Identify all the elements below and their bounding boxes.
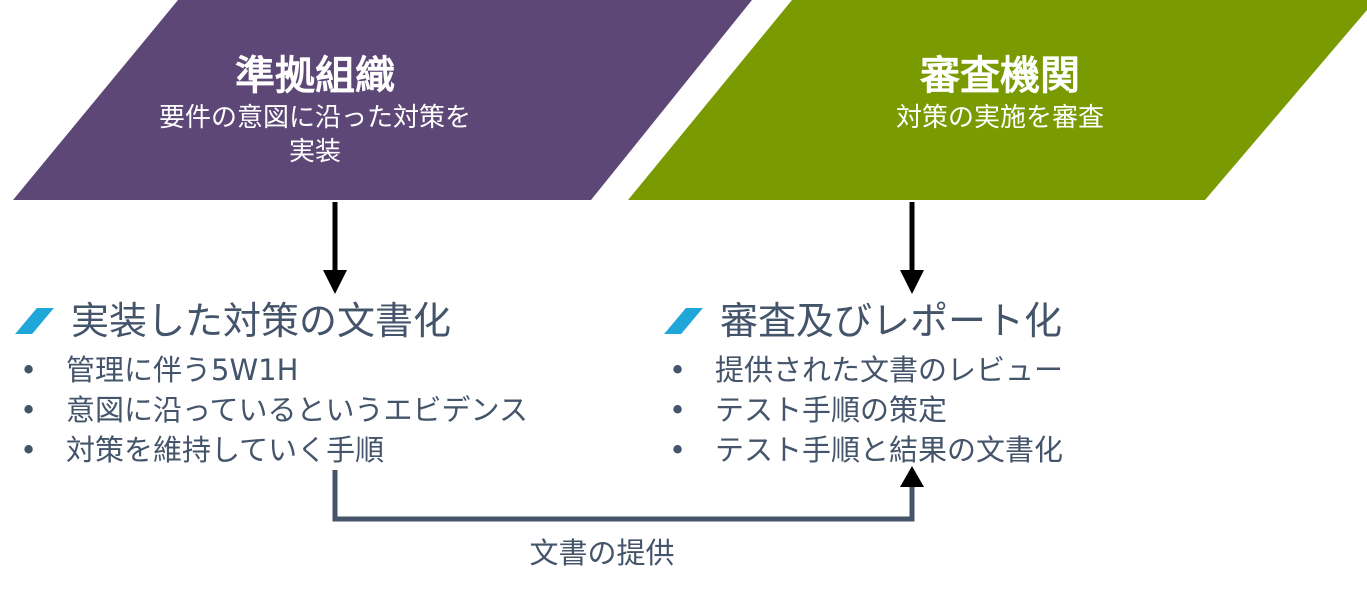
list-item: • 対策を維持していく手順 [14,430,634,470]
left-section-heading: 実装した対策の文書化 [14,296,634,346]
bullet-icon: • [669,353,687,387]
right-section-heading-text: 審査及びレポート化 [720,299,1063,343]
list-item-text: 提供された文書のレビュー [715,353,1064,387]
bullet-icon: • [20,433,38,467]
right-section-heading: 審査及びレポート化 [663,296,1283,346]
bullet-icon: • [669,393,687,427]
right-header-subtitle: 対策の実施を審査 [895,103,1104,133]
list-item: • 提供された文書のレビュー [663,350,1283,390]
right-header-title: 審査機関 [920,53,1080,99]
list-item: • テスト手順と結果の文書化 [663,430,1283,470]
list-item: • 意図に沿っているというエビデンス [14,390,634,430]
left-header: 準拠組織 要件の意図に沿った対策を実装 [150,51,480,169]
slash-accent-icon [15,308,54,334]
arrow-left-down [323,202,347,294]
connector-path [332,466,924,522]
left-parallelogram [13,0,752,200]
bullet-icon: • [20,353,38,387]
right-section: 審査及びレポート化 • 提供された文書のレビュー • テスト手順の策定 • テスト手順… [663,296,1283,470]
arrow-right-down [900,202,924,294]
left-section: 実装した対策の文書化 • 管理に伴う5W1H • 意図に沿っているというエビデンス … [14,296,634,470]
left-section-heading-text: 実装した対策の文書化 [71,299,452,343]
list-item-text: テスト手順と結果の文書化 [715,433,1064,467]
right-parallelogram [628,0,1367,200]
bullet-icon: • [20,393,38,427]
list-item-text: テスト手順の策定 [715,393,948,427]
list-item-text: 意図に沿っているというエビデンス [66,393,528,427]
right-bullet-list: • 提供された文書のレビュー • テスト手順の策定 • テスト手順と結果の文書化 [663,350,1283,470]
list-item-text: 管理に伴う5W1H [66,353,299,387]
left-header-title: 準拠組織 [235,53,395,99]
bullet-icon: • [669,433,687,467]
left-header-subtitle: 要件の意図に沿った対策を実装 [158,103,471,167]
slash-accent-icon [664,308,703,334]
list-item: • 管理に伴う5W1H [14,350,634,390]
list-item: • テスト手順の策定 [663,390,1283,430]
connector-label: 文書の提供 [529,536,675,570]
left-bullet-list: • 管理に伴う5W1H • 意図に沿っているというエビデンス • 対策を維持していく手… [14,350,634,470]
right-header: 審査機関 対策の実施を審査 [840,51,1160,135]
list-item-text: 対策を維持していく手順 [66,433,385,467]
